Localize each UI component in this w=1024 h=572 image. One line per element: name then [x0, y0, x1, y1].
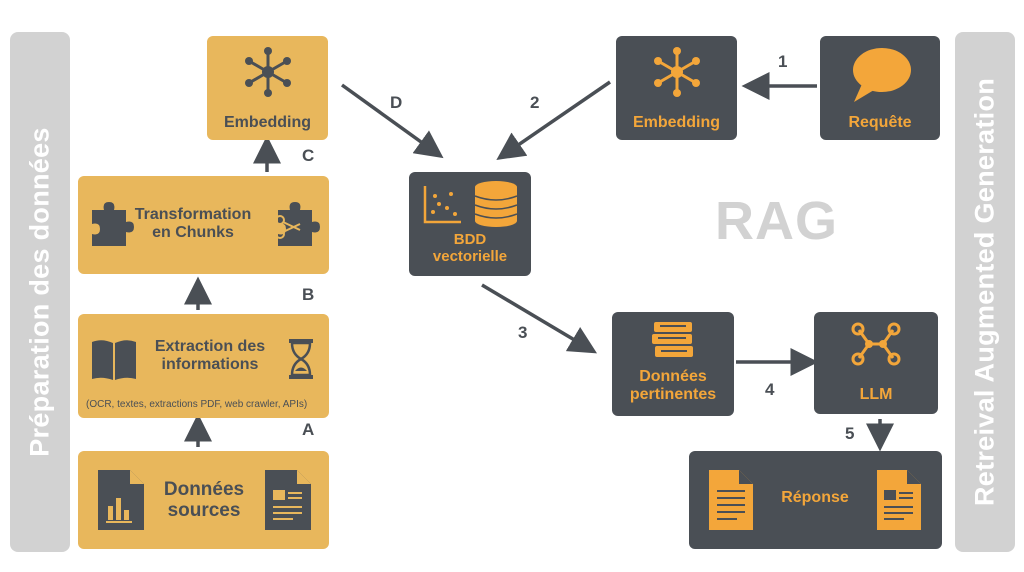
- embedding-right-box: Embedding: [616, 36, 737, 140]
- speech-bubble-icon: [853, 48, 911, 102]
- network-icon: [654, 47, 700, 97]
- bdd-box: BDD vectorielle: [409, 172, 531, 276]
- embedding-left-label: Embedding: [223, 114, 312, 131]
- step-b: B: [302, 285, 315, 304]
- reponse-label: Réponse: [781, 489, 849, 506]
- step-d: D: [390, 93, 403, 112]
- embedding-left-box: Embedding: [207, 36, 328, 140]
- llm-box: LLM: [814, 312, 938, 414]
- form-document-icon: [877, 470, 921, 530]
- donnees-sources-box: Données sources: [78, 451, 329, 549]
- rag-title: RAG: [715, 191, 838, 251]
- embedding-right-label: Embedding: [632, 114, 721, 131]
- step-2: 2: [530, 93, 540, 112]
- arrow-d: [340, 83, 444, 159]
- network-icon: [245, 47, 291, 97]
- step-c: C: [302, 146, 315, 165]
- extraction-box: Extraction des informations (OCR, textes…: [78, 314, 329, 418]
- step-a: A: [302, 420, 315, 439]
- chart-document-icon: [98, 470, 144, 530]
- right-banner: Retreival Augmented Generation: [955, 32, 1015, 552]
- puzzle-scissors-icon: [275, 202, 320, 246]
- reponse-box: Réponse: [689, 451, 942, 549]
- text-document-icon: [709, 470, 753, 530]
- transformation-box: Transformation en Chunks: [78, 176, 329, 274]
- left-banner: Préparation des données: [10, 32, 70, 552]
- llm-graph-icon: [851, 322, 901, 366]
- scatter-icon: [423, 186, 461, 224]
- extraction-label: Extraction des informations: [154, 338, 266, 373]
- donnees-pertinentes-label: Données pertinentes: [629, 368, 717, 403]
- requete-box: Requête: [820, 36, 940, 140]
- requete-label: Requête: [848, 114, 912, 131]
- transformation-label: Transformation en Chunks: [134, 206, 252, 241]
- step-4: 4: [765, 380, 775, 399]
- arrow-3: [481, 283, 598, 354]
- form-document-icon: [265, 470, 311, 530]
- bdd-label: BDD vectorielle: [432, 231, 508, 265]
- book-icon: [92, 340, 136, 380]
- donnees-pertinentes-box: Données pertinentes: [612, 312, 734, 416]
- step-3: 3: [518, 323, 528, 342]
- step-5: 5: [845, 424, 855, 443]
- arrow-2: [496, 80, 611, 160]
- books-icon: [652, 322, 693, 357]
- extraction-sub: (OCR, textes, extractions PDF, web crawl…: [86, 399, 308, 410]
- llm-label: LLM: [859, 386, 893, 403]
- donnees-sources-label: Données sources: [163, 479, 245, 522]
- puzzle-icon: [92, 202, 134, 246]
- hourglass-icon: [289, 339, 313, 379]
- step-1: 1: [778, 52, 788, 71]
- database-icon: [474, 181, 518, 227]
